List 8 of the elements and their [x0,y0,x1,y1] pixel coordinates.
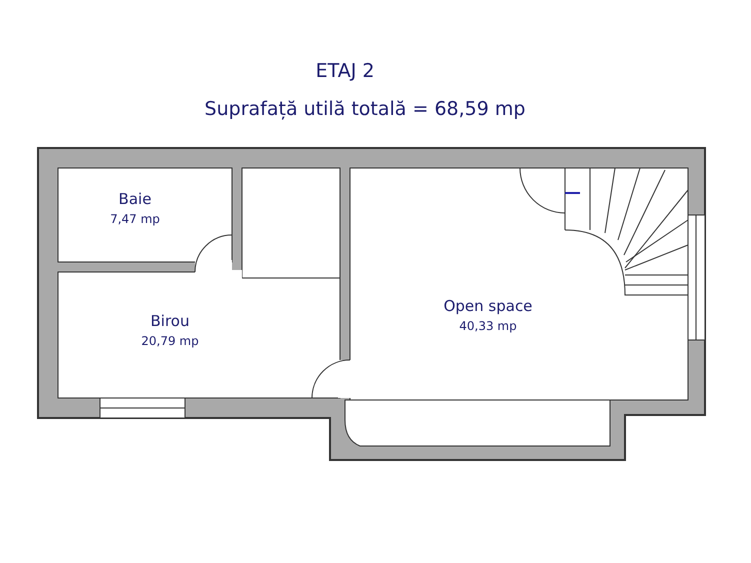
room-area: 40,33 mp [444,319,532,333]
room-name: Open space [444,297,532,315]
room-name: Birou [150,312,190,330]
room-area: 20,79 mp [141,334,199,348]
total-area-note: Suprafață utilă totală = 68,59 mp [204,98,526,120]
plan-title: ETAJ 2 [316,60,374,82]
room-area: 7,47 mp [110,212,160,226]
room-name: Baie [118,190,152,208]
